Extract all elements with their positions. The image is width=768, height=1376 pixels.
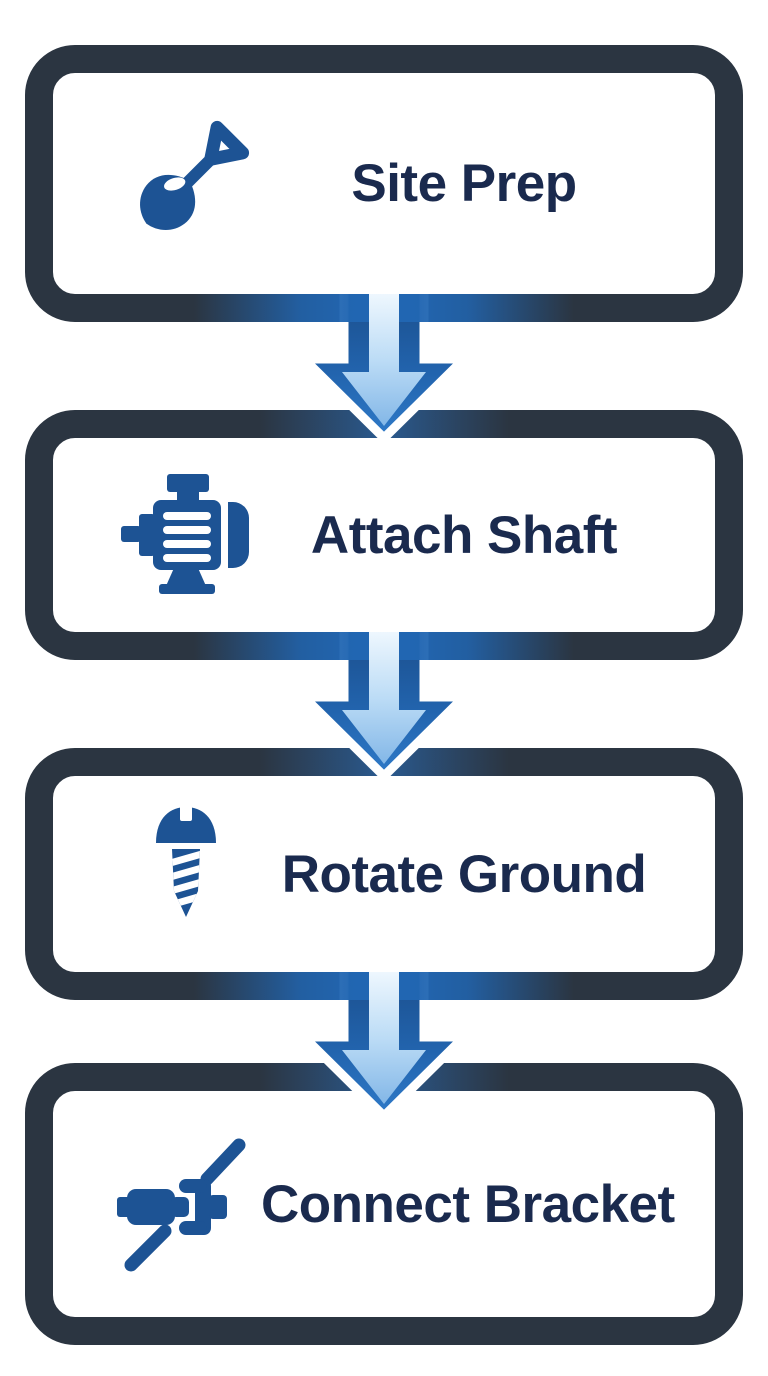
step-box-rotate-ground: Rotate Ground <box>25 748 743 1000</box>
step-label-site-prep: Site Prep <box>351 154 577 213</box>
step-label-connect-bracket: Connect Bracket <box>261 1174 675 1234</box>
step-box-connect-bracket: Connect Bracket <box>25 1063 743 1345</box>
step-box-site-prep: Site Prep <box>25 45 743 322</box>
step-label-rotate-ground: Rotate Ground <box>281 844 647 904</box>
shovel-icon <box>140 120 250 230</box>
screw-icon <box>156 803 216 917</box>
coupling-icon <box>117 1138 246 1272</box>
step-box-attach-shaft: Attach Shaft <box>25 410 743 660</box>
step-label-attach-shaft: Attach Shaft <box>310 505 618 565</box>
motor-icon <box>121 474 249 594</box>
